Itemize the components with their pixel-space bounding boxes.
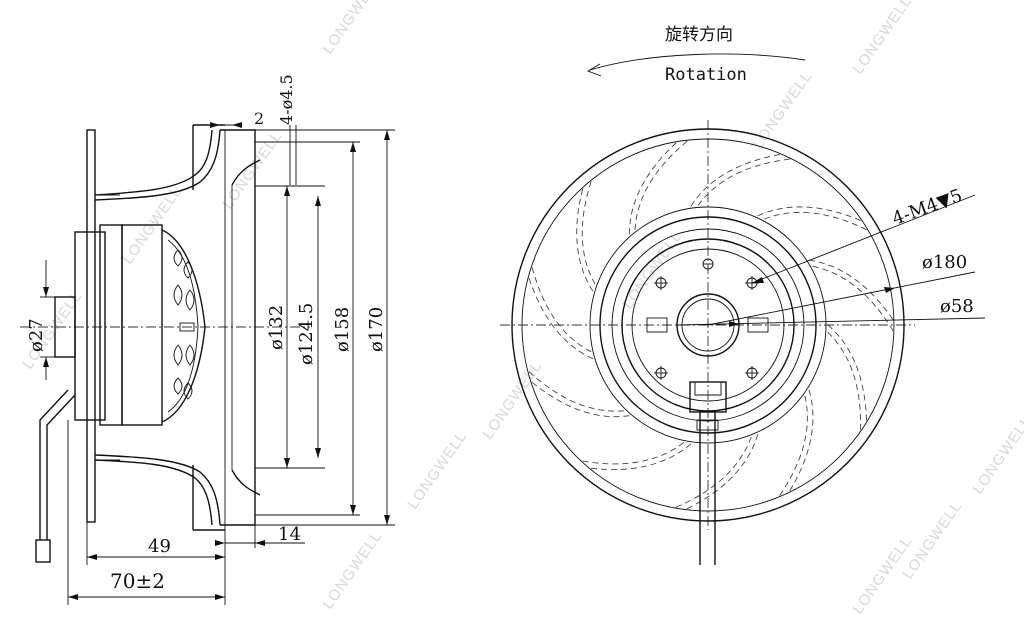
side-view: ø27 ø132 ø124.5 ø158 ø170 4-ø4.5 [20,74,395,605]
dim-d27: ø27 [26,318,47,352]
rotation-label-cn: 旋转方向 [665,25,733,45]
motor-face [621,238,795,412]
impeller-blade [812,265,895,333]
slot-right [747,317,769,333]
dim-d180: ø180 [922,252,967,273]
dim-total-depth: 70±2 [110,569,165,593]
impeller-blade [531,265,592,353]
impeller-blade [788,389,814,493]
cable [39,389,69,540]
impeller-blade [757,206,863,222]
watermark: LONGWELL [319,0,385,57]
watermarks: LONGWELL LONGWELL LONGWELL LONGWELL LONG… [19,0,1024,617]
screw-holes [654,258,759,380]
impeller-blade [690,153,782,207]
impeller-blade [808,259,895,322]
impeller-blade [628,141,678,235]
mounting-plate [86,129,96,523]
impeller-blade [685,434,759,511]
rotation-arrow [589,53,806,71]
rotation-indicator: 旋转方向 Rotation [586,25,806,85]
impeller-blade [527,370,625,412]
impeller-blades [527,139,895,511]
watermark: LONGWELL [219,128,285,213]
dim-holes: 4-ø4.5 [277,74,296,125]
dim-d124-5: ø124.5 [296,303,317,365]
watermark: LONGWELL [969,413,1024,498]
dim-top-offset: 2 [254,109,264,128]
watermark: LONGWELL [319,528,385,613]
dim-d170: ø170 [366,307,387,352]
dim-d132: ø132 [266,305,287,350]
leader-thread [751,194,976,284]
front-view: 4-M4▼5 ø180 ø58 [500,120,986,565]
watermark: LONGWELL [479,358,545,443]
impeller-blade [530,380,630,418]
impeller-blade [580,442,685,465]
impeller-blade [764,211,869,232]
watermark: LONGWELL [849,0,915,77]
motor-boss [54,296,76,358]
impeller-blade [674,436,752,509]
dim-d158: ø158 [332,307,353,352]
impeller-blade [634,139,689,230]
impeller-blade [589,443,692,471]
impeller-blade [528,276,594,360]
impeller-blade [827,324,868,423]
motor-fins [173,249,195,400]
impeller-blade [778,395,808,498]
dim-thread: 4-M4▼5 [890,185,966,230]
leader-d58 [676,317,986,326]
dim-depth-49: 49 [148,536,171,557]
impeller-blade [697,158,792,206]
leader-d180 [707,271,976,326]
impeller-blade [827,331,862,432]
impeller-blade [581,179,596,285]
impeller-blade [576,186,594,292]
watermark: LONGWELL [404,428,470,513]
rotation-label-en: Rotation [665,65,747,85]
cable-gland [689,381,727,413]
watermark: LONGWELL [749,68,815,153]
slot-left [646,317,668,333]
outer-ring [511,128,905,522]
dim-depth-14: 14 [278,524,301,545]
dim-d58: ø58 [940,296,974,317]
